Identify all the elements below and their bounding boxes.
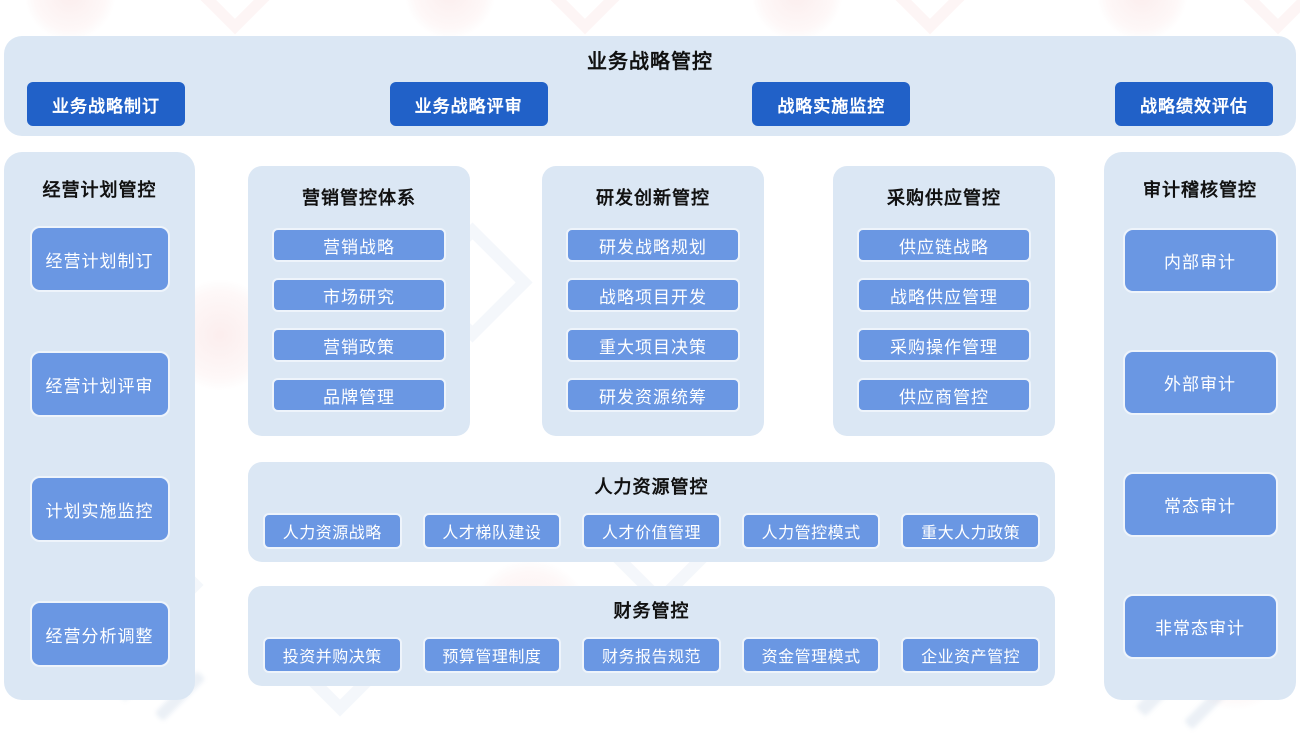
watermark-logo-icon: [25, 0, 115, 40]
top-banner-button-row: 业务战略制订 业务战略评审 战略实施监控 战略绩效评估: [4, 82, 1296, 126]
operating-plan-item-button[interactable]: 经营分析调整: [29, 601, 170, 667]
hr-item-button[interactable]: 重大人力政策: [901, 513, 1040, 549]
marketing-item-button[interactable]: 品牌管理: [272, 378, 446, 412]
finance-button-row: 投资并购决策预算管理制度财务报告规范资金管理模式企业资产管控: [248, 637, 1055, 673]
audit-item-button[interactable]: 非常态审计: [1122, 594, 1278, 659]
top-banner-panel: 业务战略管控 业务战略制订 业务战略评审 战略实施监控 战略绩效评估: [4, 36, 1296, 136]
rnd-panel: 研发创新管控 研发战略规划战略项目开发重大项目决策研发资源统筹: [542, 166, 764, 436]
hr-button-row: 人力资源战略人才梯队建设人才价值管理人力管控模式重大人力政策: [248, 513, 1055, 549]
marketing-list: 营销战略市场研究营销政策品牌管理: [272, 228, 446, 412]
operating-plan-item-button[interactable]: 经营计划评审: [29, 351, 170, 417]
procurement-list: 供应链战略战略供应管理采购操作管理供应商管控: [857, 228, 1031, 412]
procurement-item-button[interactable]: 采购操作管理: [857, 328, 1031, 362]
strategy-step-button[interactable]: 战略绩效评估: [1114, 82, 1273, 126]
watermark-logo-icon: [887, 0, 973, 35]
marketing-item-button[interactable]: 市场研究: [272, 278, 446, 312]
hr-item-button[interactable]: 人力管控模式: [741, 513, 881, 549]
rnd-item-button[interactable]: 研发战略规划: [566, 228, 740, 262]
operating-plan-item-button[interactable]: 经营计划制订: [29, 226, 170, 292]
marketing-item-button[interactable]: 营销战略: [272, 228, 446, 262]
procurement-item-button[interactable]: 供应链战略: [857, 228, 1031, 262]
operating-plan-panel: 经营计划管控 经营计划制订经营计划评审计划实施监控经营分析调整: [4, 152, 195, 700]
audit-item-button[interactable]: 外部审计: [1122, 350, 1278, 415]
finance-panel: 财务管控 投资并购决策预算管理制度财务报告规范资金管理模式企业资产管控: [248, 586, 1055, 686]
finance-item-button[interactable]: 资金管理模式: [741, 637, 881, 673]
watermark-logo-icon: [405, 0, 495, 38]
hr-item-button[interactable]: 人才梯队建设: [422, 513, 562, 549]
finance-item-button[interactable]: 财务报告规范: [582, 637, 721, 673]
watermark-logo-icon: [752, 0, 842, 40]
marketing-item-button[interactable]: 营销政策: [272, 328, 446, 362]
strategy-step-button[interactable]: 业务战略评审: [389, 82, 548, 126]
watermark-logo-icon: [1097, 0, 1187, 40]
procurement-panel: 采购供应管控 供应链战略战略供应管理采购操作管理供应商管控: [833, 166, 1055, 436]
strategy-step-button[interactable]: 战略实施监控: [752, 82, 911, 126]
marketing-panel: 营销管控体系 营销战略市场研究营销政策品牌管理: [248, 166, 470, 436]
operating-plan-title: 经营计划管控: [42, 180, 157, 200]
finance-item-button[interactable]: 预算管理制度: [422, 637, 562, 673]
procurement-title: 采购供应管控: [887, 188, 1001, 208]
procurement-item-button[interactable]: 供应商管控: [857, 378, 1031, 412]
hr-panel: 人力资源管控 人力资源战略人才梯队建设人才价值管理人力管控模式重大人力政策: [248, 462, 1055, 562]
watermark-logo-icon: [542, 0, 628, 35]
audit-list: 内部审计外部审计常态审计非常态审计: [1122, 228, 1278, 659]
watermark-logo-icon: [192, 0, 278, 35]
strategy-step-button[interactable]: 业务战略制订: [27, 82, 185, 126]
rnd-item-button[interactable]: 重大项目决策: [566, 328, 740, 362]
audit-panel: 审计稽核管控 内部审计外部审计常态审计非常态审计: [1104, 152, 1296, 700]
top-banner-title: 业务战略管控: [587, 51, 713, 73]
operating-plan-item-button[interactable]: 计划实施监控: [29, 476, 170, 542]
marketing-title: 营销管控体系: [302, 188, 416, 208]
rnd-item-button[interactable]: 战略项目开发: [566, 278, 740, 312]
audit-item-button[interactable]: 常态审计: [1122, 472, 1278, 537]
rnd-item-button[interactable]: 研发资源统筹: [566, 378, 740, 412]
watermark-logo-icon: [1235, 0, 1300, 35]
finance-title: 财务管控: [613, 601, 690, 621]
audit-title: 审计稽核管控: [1143, 180, 1257, 200]
rnd-title: 研发创新管控: [596, 188, 710, 208]
finance-item-button[interactable]: 投资并购决策: [263, 637, 402, 673]
finance-item-button[interactable]: 企业资产管控: [901, 637, 1040, 673]
hr-item-button[interactable]: 人力资源战略: [263, 513, 402, 549]
procurement-item-button[interactable]: 战略供应管理: [857, 278, 1031, 312]
operating-plan-list: 经营计划制订经营计划评审计划实施监控经营分析调整: [29, 226, 170, 667]
rnd-list: 研发战略规划战略项目开发重大项目决策研发资源统筹: [566, 228, 740, 412]
audit-item-button[interactable]: 内部审计: [1122, 228, 1278, 293]
hr-item-button[interactable]: 人才价值管理: [582, 513, 721, 549]
hr-title: 人力资源管控: [594, 477, 709, 497]
